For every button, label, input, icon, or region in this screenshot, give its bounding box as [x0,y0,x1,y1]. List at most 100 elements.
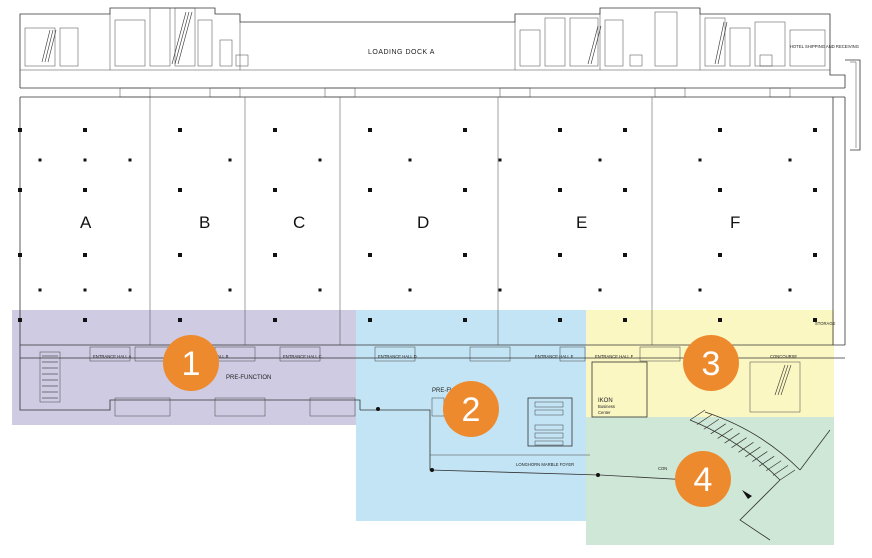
column-marker [83,318,87,322]
stair-tread [759,455,775,467]
svg-text:CON: CON [658,466,667,471]
column-marker [623,128,627,132]
hall-f-label: F [730,213,740,232]
column-marker [598,288,602,292]
column-marker [228,158,232,162]
column-marker [228,288,232,292]
column-marker [623,188,627,192]
svg-text:PRE-FU: PRE-FU [432,388,454,394]
svg-text:4: 4 [694,461,713,499]
exhibit-hall-outline [19,97,846,345]
zone-1-marker[interactable]: 1 [163,335,219,391]
foyer-structure: PRE-FU LONGHORN MARBLE FOYER [360,388,601,477]
stair-tread [703,418,720,430]
column-marker [273,253,277,257]
svg-text:STORAGE: STORAGE [815,321,836,326]
column-marker [18,188,22,192]
column-marker [318,288,322,292]
svg-text:CONCOURSE: CONCOURSE [770,354,797,359]
stair-tread [710,423,726,435]
column-marker [813,253,817,257]
hall-c-label: C [293,213,305,232]
column-marker [178,318,182,322]
column-marker [273,318,277,322]
column-marker [18,253,22,257]
column-marker [558,188,562,192]
column-marker [463,318,467,322]
stair-tread [717,428,733,439]
column-marker [128,158,132,162]
hall-d-label: D [417,213,429,232]
column-marker [273,188,277,192]
stair-tread [731,437,747,448]
hall-e-label: E [576,213,587,232]
svg-text:Center: Center [598,410,611,415]
column-marker [558,318,562,322]
column-grid [18,128,817,322]
column-marker [83,253,87,257]
column-marker [463,128,467,132]
stair-tread [689,409,706,421]
column-marker [368,318,372,322]
column-marker [463,188,467,192]
business-center-structure: IKON Business Center CONCOURSE STORAGE [591,321,836,418]
column-marker [718,318,722,322]
column-marker [18,318,22,322]
column-marker [368,128,372,132]
column-marker [178,128,182,132]
zone-3-marker[interactable]: 3 [683,335,739,391]
column-marker [408,158,412,162]
svg-text:IKON: IKON [598,398,613,404]
svg-text:ENTRANCE HALL A: ENTRANCE HALL A [93,354,131,359]
svg-text:ENTRANCE HALL C: ENTRANCE HALL C [283,354,322,359]
service-corridor [20,87,845,98]
zone-4-marker[interactable]: 4 [675,451,731,507]
column-marker [498,288,502,292]
svg-text:HOTEL SHIPPING AND RECEIVING: HOTEL SHIPPING AND RECEIVING [790,44,859,49]
stair-tread [745,446,761,458]
column-marker [178,253,182,257]
column-marker [718,188,722,192]
column-marker [698,288,702,292]
column-marker [368,253,372,257]
svg-text:Business: Business [598,404,615,409]
column-marker [18,128,22,132]
column-marker [598,158,602,162]
stair-tread [752,451,768,462]
column-marker [83,128,87,132]
stair-tread [772,465,789,476]
stair-tread [696,414,713,425]
column-marker [318,158,322,162]
column-marker [813,318,817,322]
svg-text:ENTRANCE HALL F: ENTRANCE HALL F [595,354,634,359]
longhorn-foyer-label: LONGHORN MARBLE FOYER [516,462,574,467]
column-marker [38,158,42,162]
column-marker [788,288,792,292]
column-marker [498,158,502,162]
column-marker [408,288,412,292]
column-marker [623,318,627,322]
stair-tread [765,460,782,472]
service-building: LOADING DOCK A HOTEL SHIPPING AND RECEIV… [19,7,861,151]
zone-2-marker[interactable]: 2 [443,381,499,437]
svg-text:2: 2 [462,391,481,429]
column-marker [788,158,792,162]
loading-dock-label: LOADING DOCK A [368,49,435,56]
grand-staircase: CON [599,409,831,541]
stair-tread [724,432,740,444]
hall-b-label: B [199,213,210,232]
column-marker [83,288,87,292]
hall-a-label: A [80,213,92,232]
column-marker [83,188,87,192]
svg-text:ENTRANCE HALL E: ENTRANCE HALL E [535,354,574,359]
column-marker [128,288,132,292]
column-marker [813,188,817,192]
column-marker [273,128,277,132]
pre-function-label: PRE-FUNCTION [226,375,271,381]
prefunction-structure: ENTRANCE HALL A ENTRANCE HALL B ENTRANCE… [19,344,845,417]
column-marker [558,253,562,257]
column-marker [83,158,87,162]
column-marker [558,128,562,132]
column-marker [718,253,722,257]
